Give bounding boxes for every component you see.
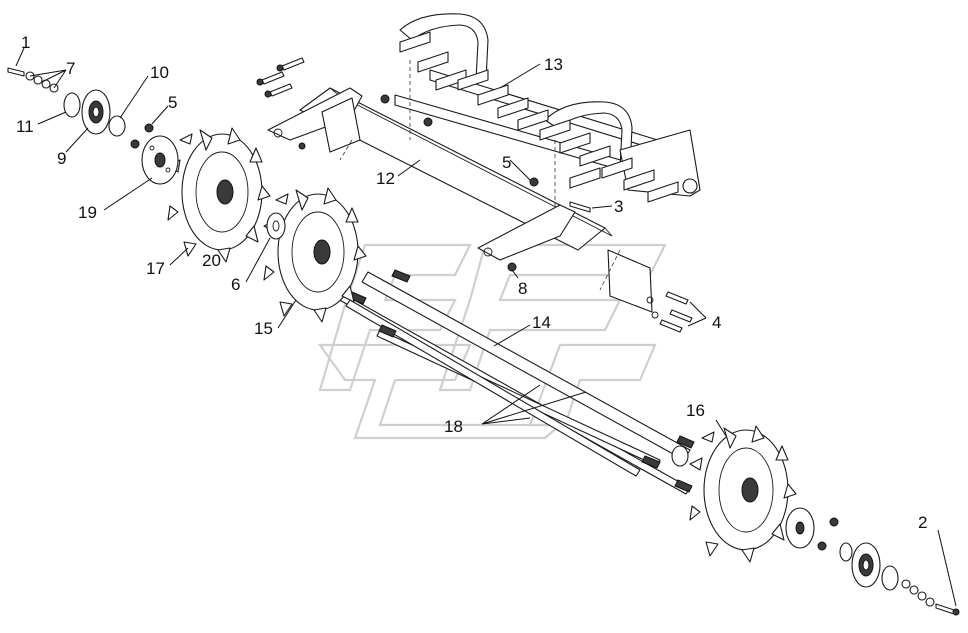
star-wheel-16 — [689, 425, 797, 563]
nut-icon — [380, 94, 390, 104]
bolt-group-left — [256, 57, 305, 98]
left-bearing-group — [7, 67, 126, 137]
right-bracket — [477, 204, 576, 261]
seal-ring-11 — [63, 92, 81, 118]
nut-icon — [529, 177, 539, 187]
callout-5-left: 5 — [168, 93, 177, 112]
right-wheel-group — [689, 425, 960, 616]
left-wheel-group — [130, 123, 367, 323]
callout-6: 6 — [231, 275, 240, 294]
callout-19: 19 — [78, 203, 97, 222]
callout-4: 4 — [712, 313, 721, 332]
callout-11: 11 — [16, 117, 34, 136]
callout-17: 17 — [146, 259, 165, 278]
hub-disc-6 — [266, 212, 286, 240]
nut-icon — [144, 123, 154, 133]
callout-1: 1 — [21, 33, 30, 52]
flange-right — [785, 507, 815, 549]
callout-20: 20 — [202, 251, 221, 270]
leader-lines — [15, 47, 957, 607]
bolt-1 — [7, 67, 25, 77]
bolt-2 — [935, 603, 955, 615]
flange-19 — [141, 135, 179, 185]
callout-5-frame: 5 — [502, 153, 511, 172]
right-mount-plate — [607, 249, 653, 313]
callout-16: 16 — [686, 401, 705, 420]
star-wheel-15 — [263, 187, 367, 323]
nut-icon — [829, 517, 839, 527]
washer-10 — [108, 115, 126, 137]
bearing-9 — [81, 89, 111, 135]
callout-14: 14 — [532, 313, 551, 332]
callout-9: 9 — [57, 149, 66, 168]
tie-rod-3 — [345, 299, 641, 477]
frame-assembly — [267, 13, 701, 313]
frame-tines — [399, 31, 679, 203]
callout-13: 13 — [544, 55, 563, 74]
nut-icon — [507, 262, 517, 272]
callout-3: 3 — [614, 197, 623, 216]
nut-icon — [817, 541, 827, 551]
washer-right — [839, 542, 853, 562]
star-wheel-17 — [167, 127, 271, 263]
frame-fasteners — [256, 57, 693, 333]
callout-8: 8 — [518, 279, 527, 298]
callout-2: 2 — [918, 513, 927, 532]
callout-labels: 1 2 3 4 5 5 6 7 8 9 10 11 12 13 14 15 16… — [16, 33, 927, 532]
tie-rod-2 — [376, 329, 661, 467]
callout-7: 7 — [66, 59, 75, 78]
nut-icon — [130, 139, 140, 149]
callout-15: 15 — [254, 319, 273, 338]
shaft-assembly — [335, 269, 695, 495]
seal-ring-right — [881, 565, 899, 591]
left-bracket — [267, 87, 363, 141]
callout-10: 10 — [150, 63, 169, 82]
nut-icon — [298, 142, 306, 150]
bearing-right — [851, 542, 881, 588]
callout-12: 12 — [376, 169, 395, 188]
callout-18: 18 — [444, 417, 463, 436]
nut-icon — [423, 117, 433, 127]
left-mount-plate — [321, 97, 361, 153]
